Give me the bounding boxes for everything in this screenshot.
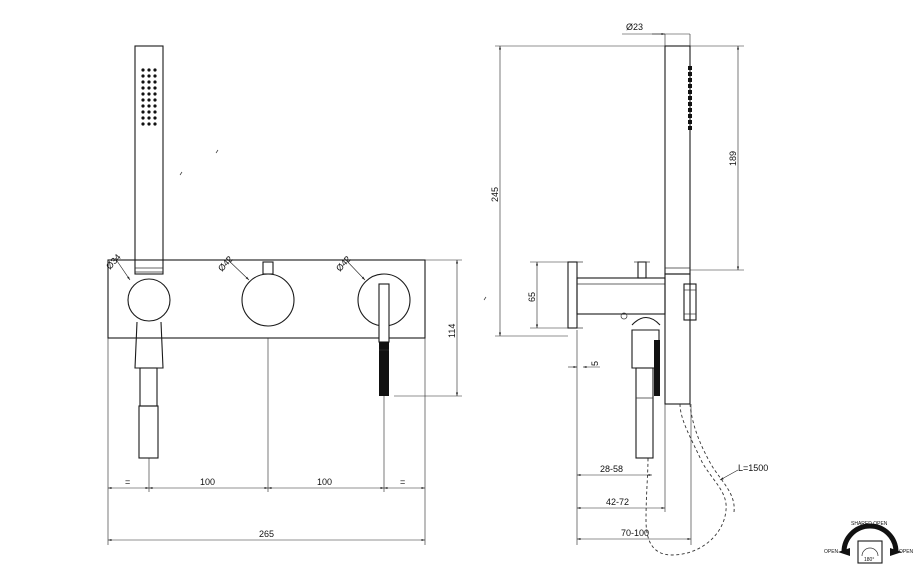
dim-height-245: 245 [490,45,665,337]
hand-shower-side [664,45,697,405]
dim-diameter-42-center: Ø42 [216,254,235,273]
dim-value-245: 245 [490,187,500,202]
shower-hose [645,403,727,556]
legend-angle: 180° [864,557,874,563]
dim-diameter-34: Ø34 [104,252,123,271]
side-view: Ø23 245 189 65 5 [483,22,768,556]
dim-overall-width: 265 [108,529,425,542]
dim-value-5: 5 [590,361,600,366]
front-diameter-labels: Ø34 Ø42 Ø42 [104,252,366,281]
center-knob-stem [262,261,274,275]
center-knob [241,273,295,327]
dim-height-114: 114 [394,259,462,397]
dim-diameter-23: Ø23 [622,22,691,46]
mixer-lever [378,283,390,396]
dim-value-189: 189 [728,151,738,166]
diverter-knob [127,278,171,322]
dim-value-65: 65 [527,292,537,302]
dim-value-28-58: 28-58 [600,464,623,474]
dim-value-hose-length: L=1500 [738,463,768,473]
side-hose-connector [631,316,661,459]
dim-100-right: 100 [317,477,332,487]
dim-value-265: 265 [259,529,274,539]
diverter-legend: SHARED OPEN OPEN OPEN 180° [824,521,914,564]
dim-value-114: 114 [447,324,457,338]
side-mixer-body [576,261,666,320]
dim-height-65: 65 [527,261,568,329]
dim-depth-5: 5 [568,330,600,372]
dim-range-42-72: 42-72 [577,404,666,512]
legend-knob-box [857,540,883,564]
dim-100-left: 100 [200,477,215,487]
dim-range-28-58: 28-58 [577,464,652,477]
hose-connector-front [134,321,164,459]
dim-hose-length: L=1500 [719,463,768,481]
dim-diameter-42-mixer: Ø42 [334,254,353,273]
dim-value-42-72: 42-72 [606,497,629,507]
side-nozzle-column [688,66,692,130]
wall-plate [107,259,426,339]
dim-spacing-row: = 100 100 = [108,477,425,490]
side-wall-plate [567,261,578,329]
hand-shower-front [134,45,164,275]
dim-height-189: 189 [690,45,744,271]
shower-nozzle-grid [141,68,157,126]
legend-open-right: OPEN [899,549,914,555]
dim-range-70-100: 70-100 [577,404,692,545]
dim-value-70-100: 70-100 [621,528,649,538]
front-view: Ø34 Ø42 Ø42 114 = 100 100 = [104,45,462,545]
dim-equal-right: = [400,477,405,487]
legend-open-left: OPEN [824,549,839,555]
dim-equal-left: = [125,477,130,487]
dim-value-diameter-23: Ø23 [626,22,643,32]
